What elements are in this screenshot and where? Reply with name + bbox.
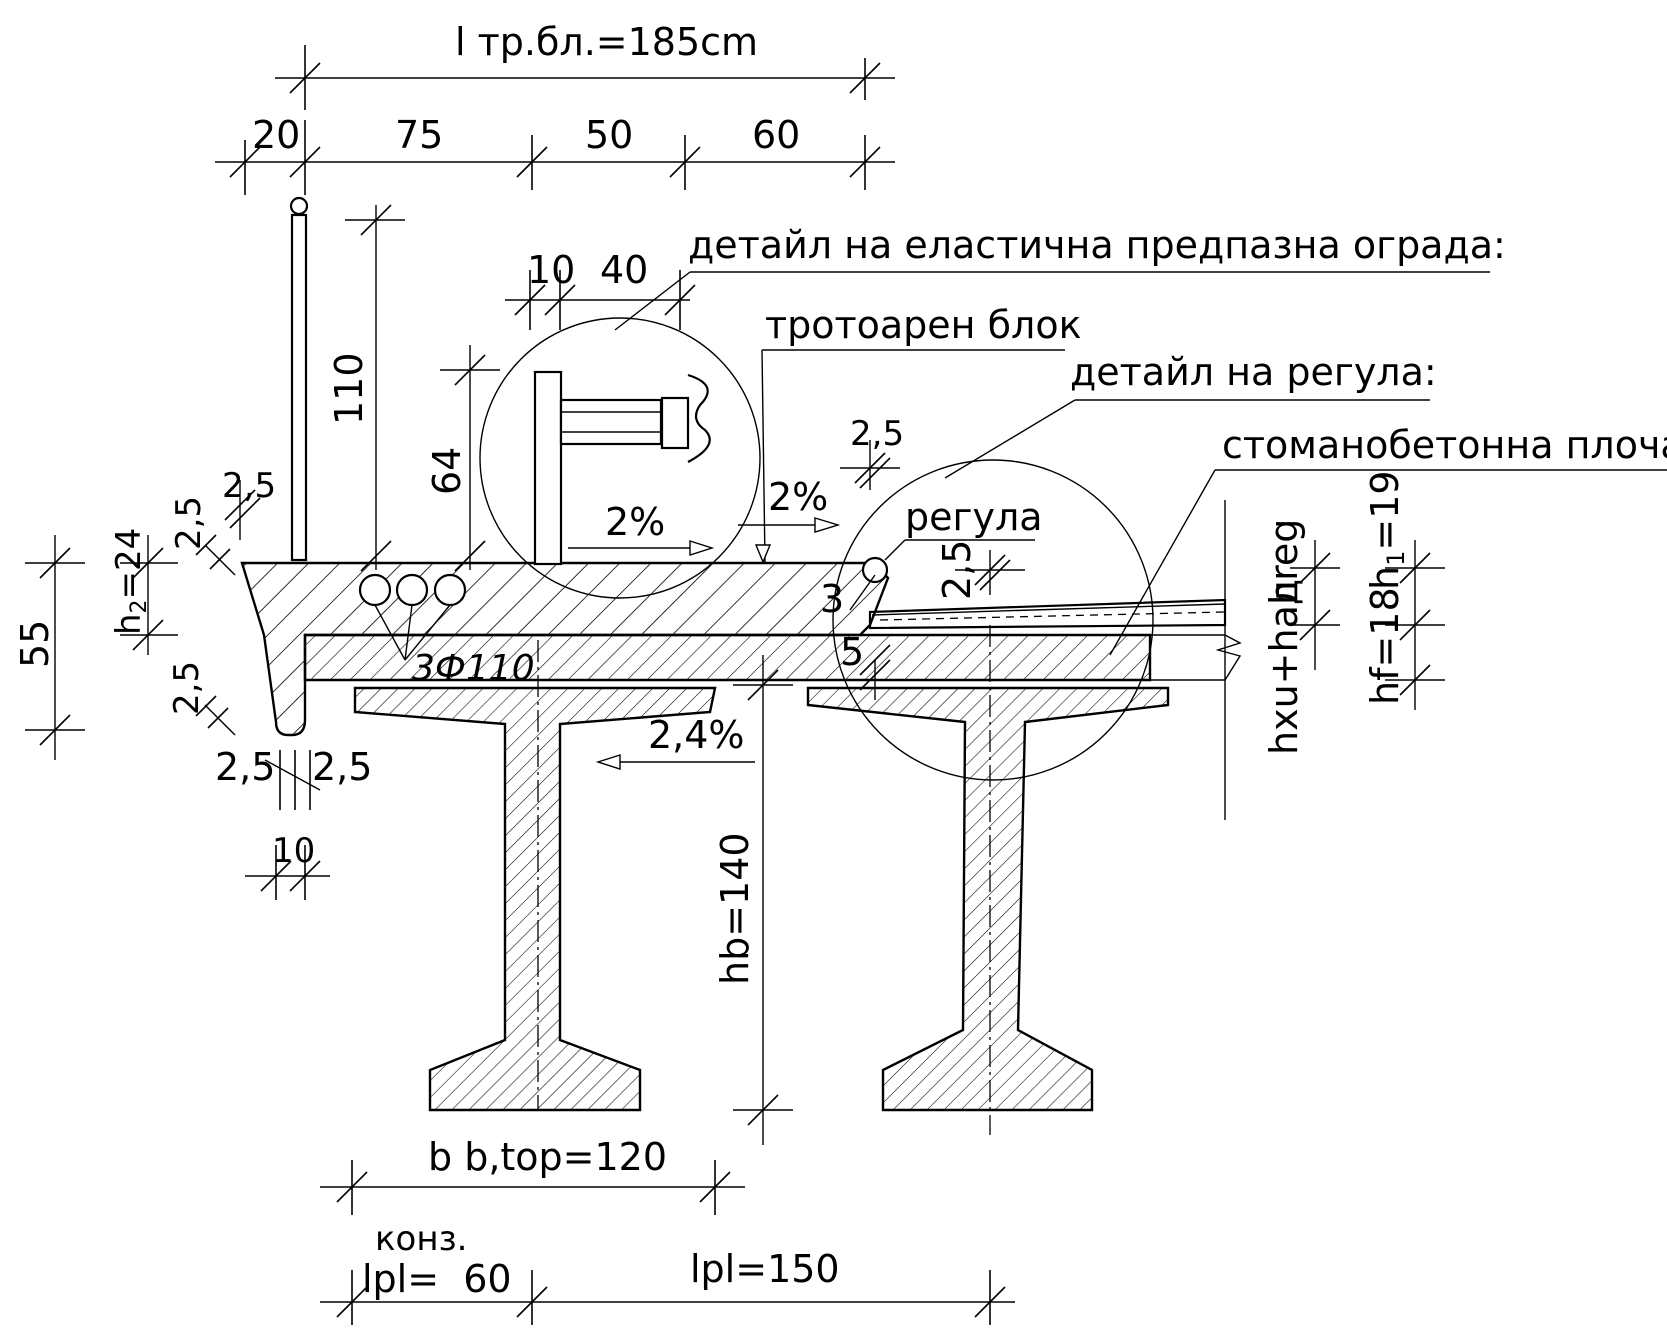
dim-h2-h: h: [109, 613, 149, 635]
sidewalk-block-label: тротоарен блок: [765, 303, 1082, 347]
detail-regula: детайл на регула: регула: [832, 350, 1437, 781]
rc-slab-label: стоманобетонна плоча: [1222, 423, 1667, 467]
dim-h1-sub: 1: [1382, 551, 1410, 566]
dim-b-top: b b,top=120: [428, 1135, 667, 1179]
dim-75: 75: [395, 113, 443, 157]
dim-h2-sub: 2: [127, 599, 152, 613]
dim-hxu: hxu+hад: [1262, 579, 1306, 755]
dim-2-5-g: 2,5: [935, 540, 979, 600]
detail-guardrail: детайл на еластична предпазна ограда: 10…: [479, 223, 1506, 599]
dim-20: 20: [252, 113, 300, 157]
dim-10-bottom: 10: [272, 831, 315, 871]
dim-50: 50: [585, 113, 633, 157]
slope-2pct-a: 2%: [605, 500, 665, 544]
dim-2-5-b: 2,5: [222, 466, 276, 506]
dim-h1: h1=19: [1363, 470, 1410, 590]
dim-konz: конз.: [375, 1219, 467, 1259]
left-dimensions: 55 h2=24 2,5 2,5 2,5 2,5 2,5: [13, 466, 372, 900]
dim-h2-val: =24: [109, 528, 149, 600]
slope-2pct-b: 2%: [768, 475, 828, 519]
dim-2-5-c: 2,5: [167, 661, 207, 715]
dim-h1-h: h: [1363, 566, 1407, 590]
pipe-3: [433, 573, 467, 607]
dim-h1-val: =19: [1363, 470, 1407, 550]
handrail-post: [289, 196, 309, 562]
dim-2-5-a: 2,5: [169, 496, 209, 550]
dim-5: 5: [840, 630, 864, 674]
dim-64-group: 64: [425, 345, 500, 572]
dim-110-group: 110: [327, 204, 405, 572]
detail-regula-label: детайл на регула:: [1070, 350, 1437, 394]
dim-2-5-d: 2,5: [215, 745, 275, 789]
dim-total-sidewalk: l тр.бл.=185cm: [455, 20, 758, 64]
bottom-dimensions: b b,top=120 конз. lpl= 60 lpl=150: [320, 1135, 1015, 1325]
girder-left: [353, 686, 717, 1112]
pipe-1: [358, 573, 392, 607]
middle-dimensions: 2,5 2,5 3 5 hb=140: [713, 414, 1025, 1145]
dim-lpl-60: lpl= 60: [362, 1257, 512, 1301]
pipe-2: [395, 573, 429, 607]
dim-2-5-e: 2,5: [312, 745, 372, 789]
dim-40: 40: [600, 248, 648, 292]
right-dimensions: hxu+hад hreg hf=18 h1=19: [1224, 470, 1445, 820]
dim-110: 110: [327, 352, 371, 425]
sidewalk-block-leader: тротоарен блок: [754, 303, 1082, 564]
slope-arrows: 2% 2% 2,4%: [568, 475, 841, 770]
dim-hb: hb=140: [713, 832, 757, 985]
slope-2-4pct: 2,4%: [648, 713, 745, 757]
dim-10-top: 10: [527, 248, 575, 292]
dim-h2: h2=24: [109, 528, 152, 635]
deck-slab: [303, 633, 1152, 682]
regula-label: регула: [905, 495, 1043, 539]
detail-guard-label: детайл на еластична предпазна ограда:: [688, 223, 1506, 267]
dim-hf: hf=18: [1363, 587, 1407, 705]
dim-60: 60: [752, 113, 800, 157]
asphalt-layers: [868, 598, 1227, 630]
rc-slab-leader: стоманобетонна плоча: [1109, 423, 1667, 656]
girder-right: [806, 686, 1170, 1112]
dim-3: 3: [820, 577, 844, 621]
dim-2-5-f: 2,5: [850, 414, 904, 454]
top-dimension-chain: l тр.бл.=185cm 20 75 50 60: [215, 20, 895, 195]
dim-lpl-150: lpl=150: [690, 1247, 840, 1291]
dim-hreg: hreg: [1262, 519, 1306, 605]
dim-55: 55: [13, 620, 57, 668]
dim-64: 64: [425, 447, 469, 495]
